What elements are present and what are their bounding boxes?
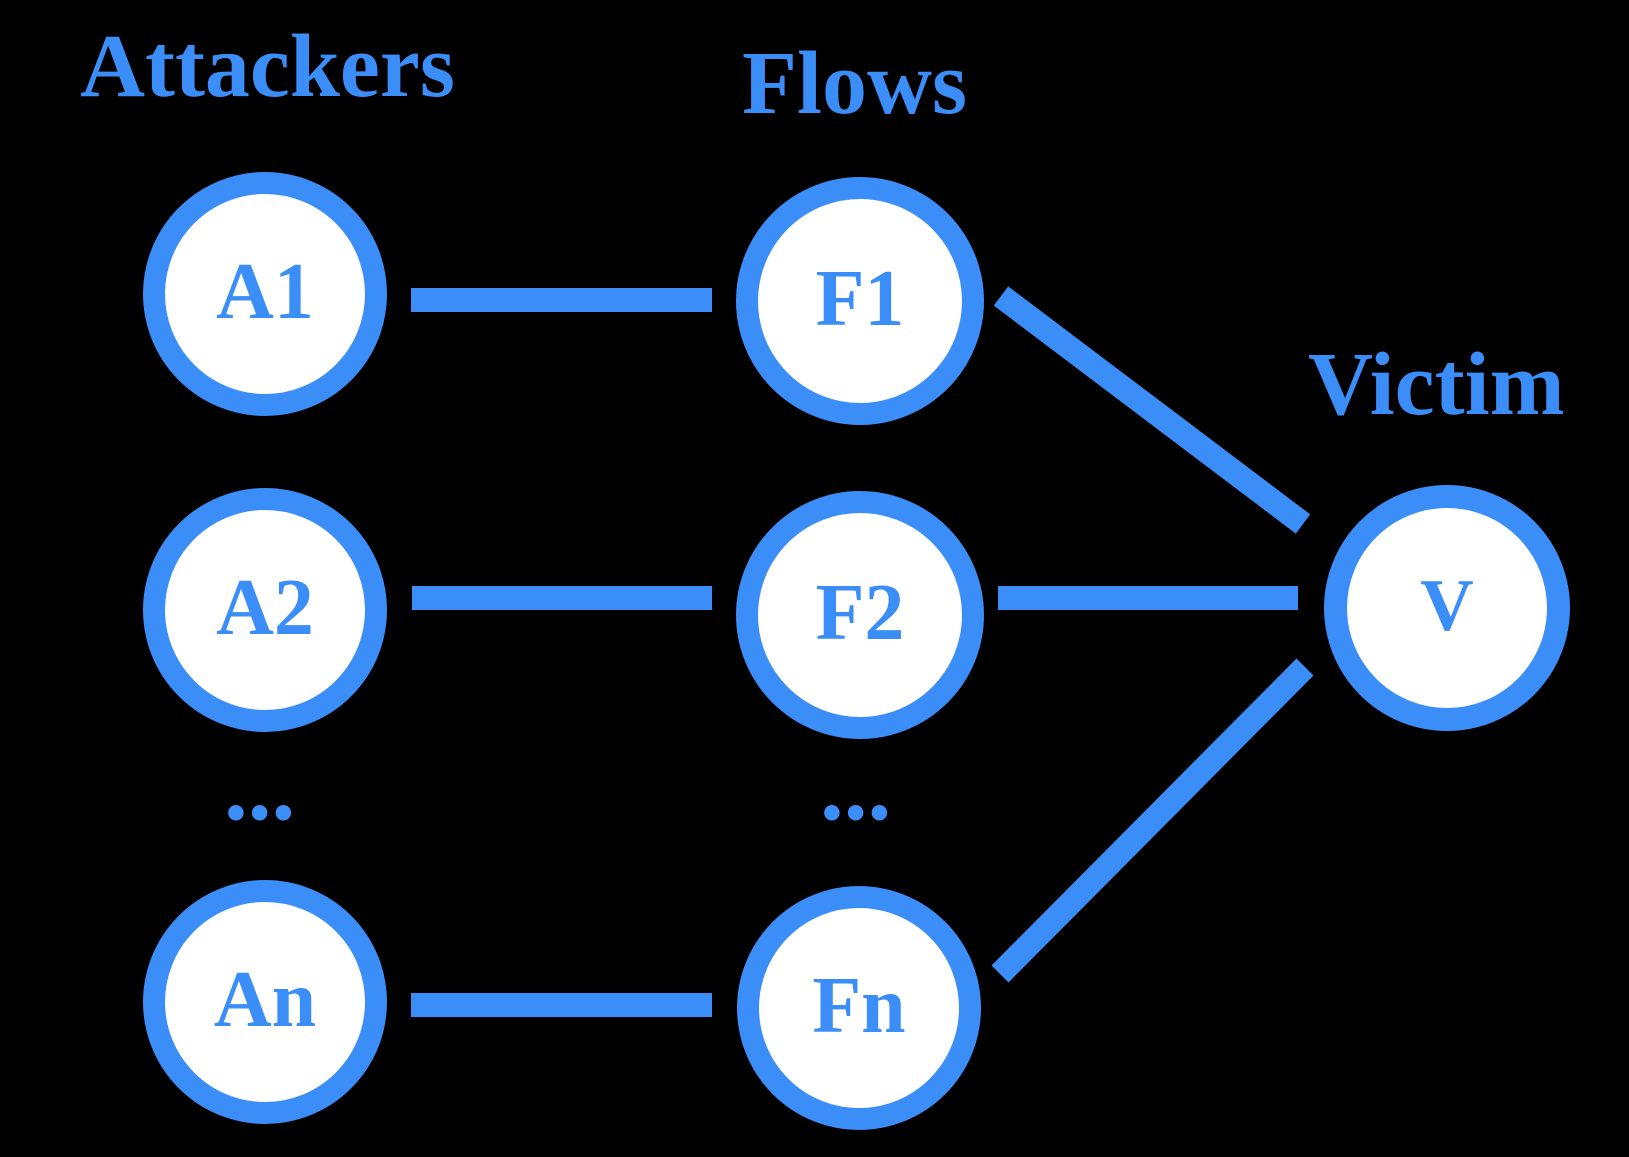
flows-column-label: Flows xyxy=(742,34,967,133)
node-An-label: An xyxy=(213,956,317,1044)
node-An: An xyxy=(143,880,387,1124)
attackers-ellipsis: ... xyxy=(224,734,296,840)
node-F1-label: F1 xyxy=(815,255,905,343)
node-V-label: V xyxy=(1420,565,1474,647)
victim-column-label: Victim xyxy=(1308,335,1565,434)
flows-ellipsis: ... xyxy=(820,734,892,840)
edge-F1-V xyxy=(993,286,1311,534)
node-A2-label: A2 xyxy=(216,564,314,652)
node-A1: A1 xyxy=(143,172,387,416)
node-A2: A2 xyxy=(143,488,387,732)
node-V: V xyxy=(1324,485,1570,731)
attackers-column-label: Attackers xyxy=(80,17,455,116)
node-F1: F1 xyxy=(736,177,984,425)
node-A1-label: A1 xyxy=(216,248,314,336)
node-Fn-label: Fn xyxy=(812,962,906,1050)
node-Fn: Fn xyxy=(737,886,981,1130)
node-F2-label: F2 xyxy=(815,569,905,657)
node-F2: F2 xyxy=(736,491,984,739)
edge-Fn-V xyxy=(991,658,1314,983)
